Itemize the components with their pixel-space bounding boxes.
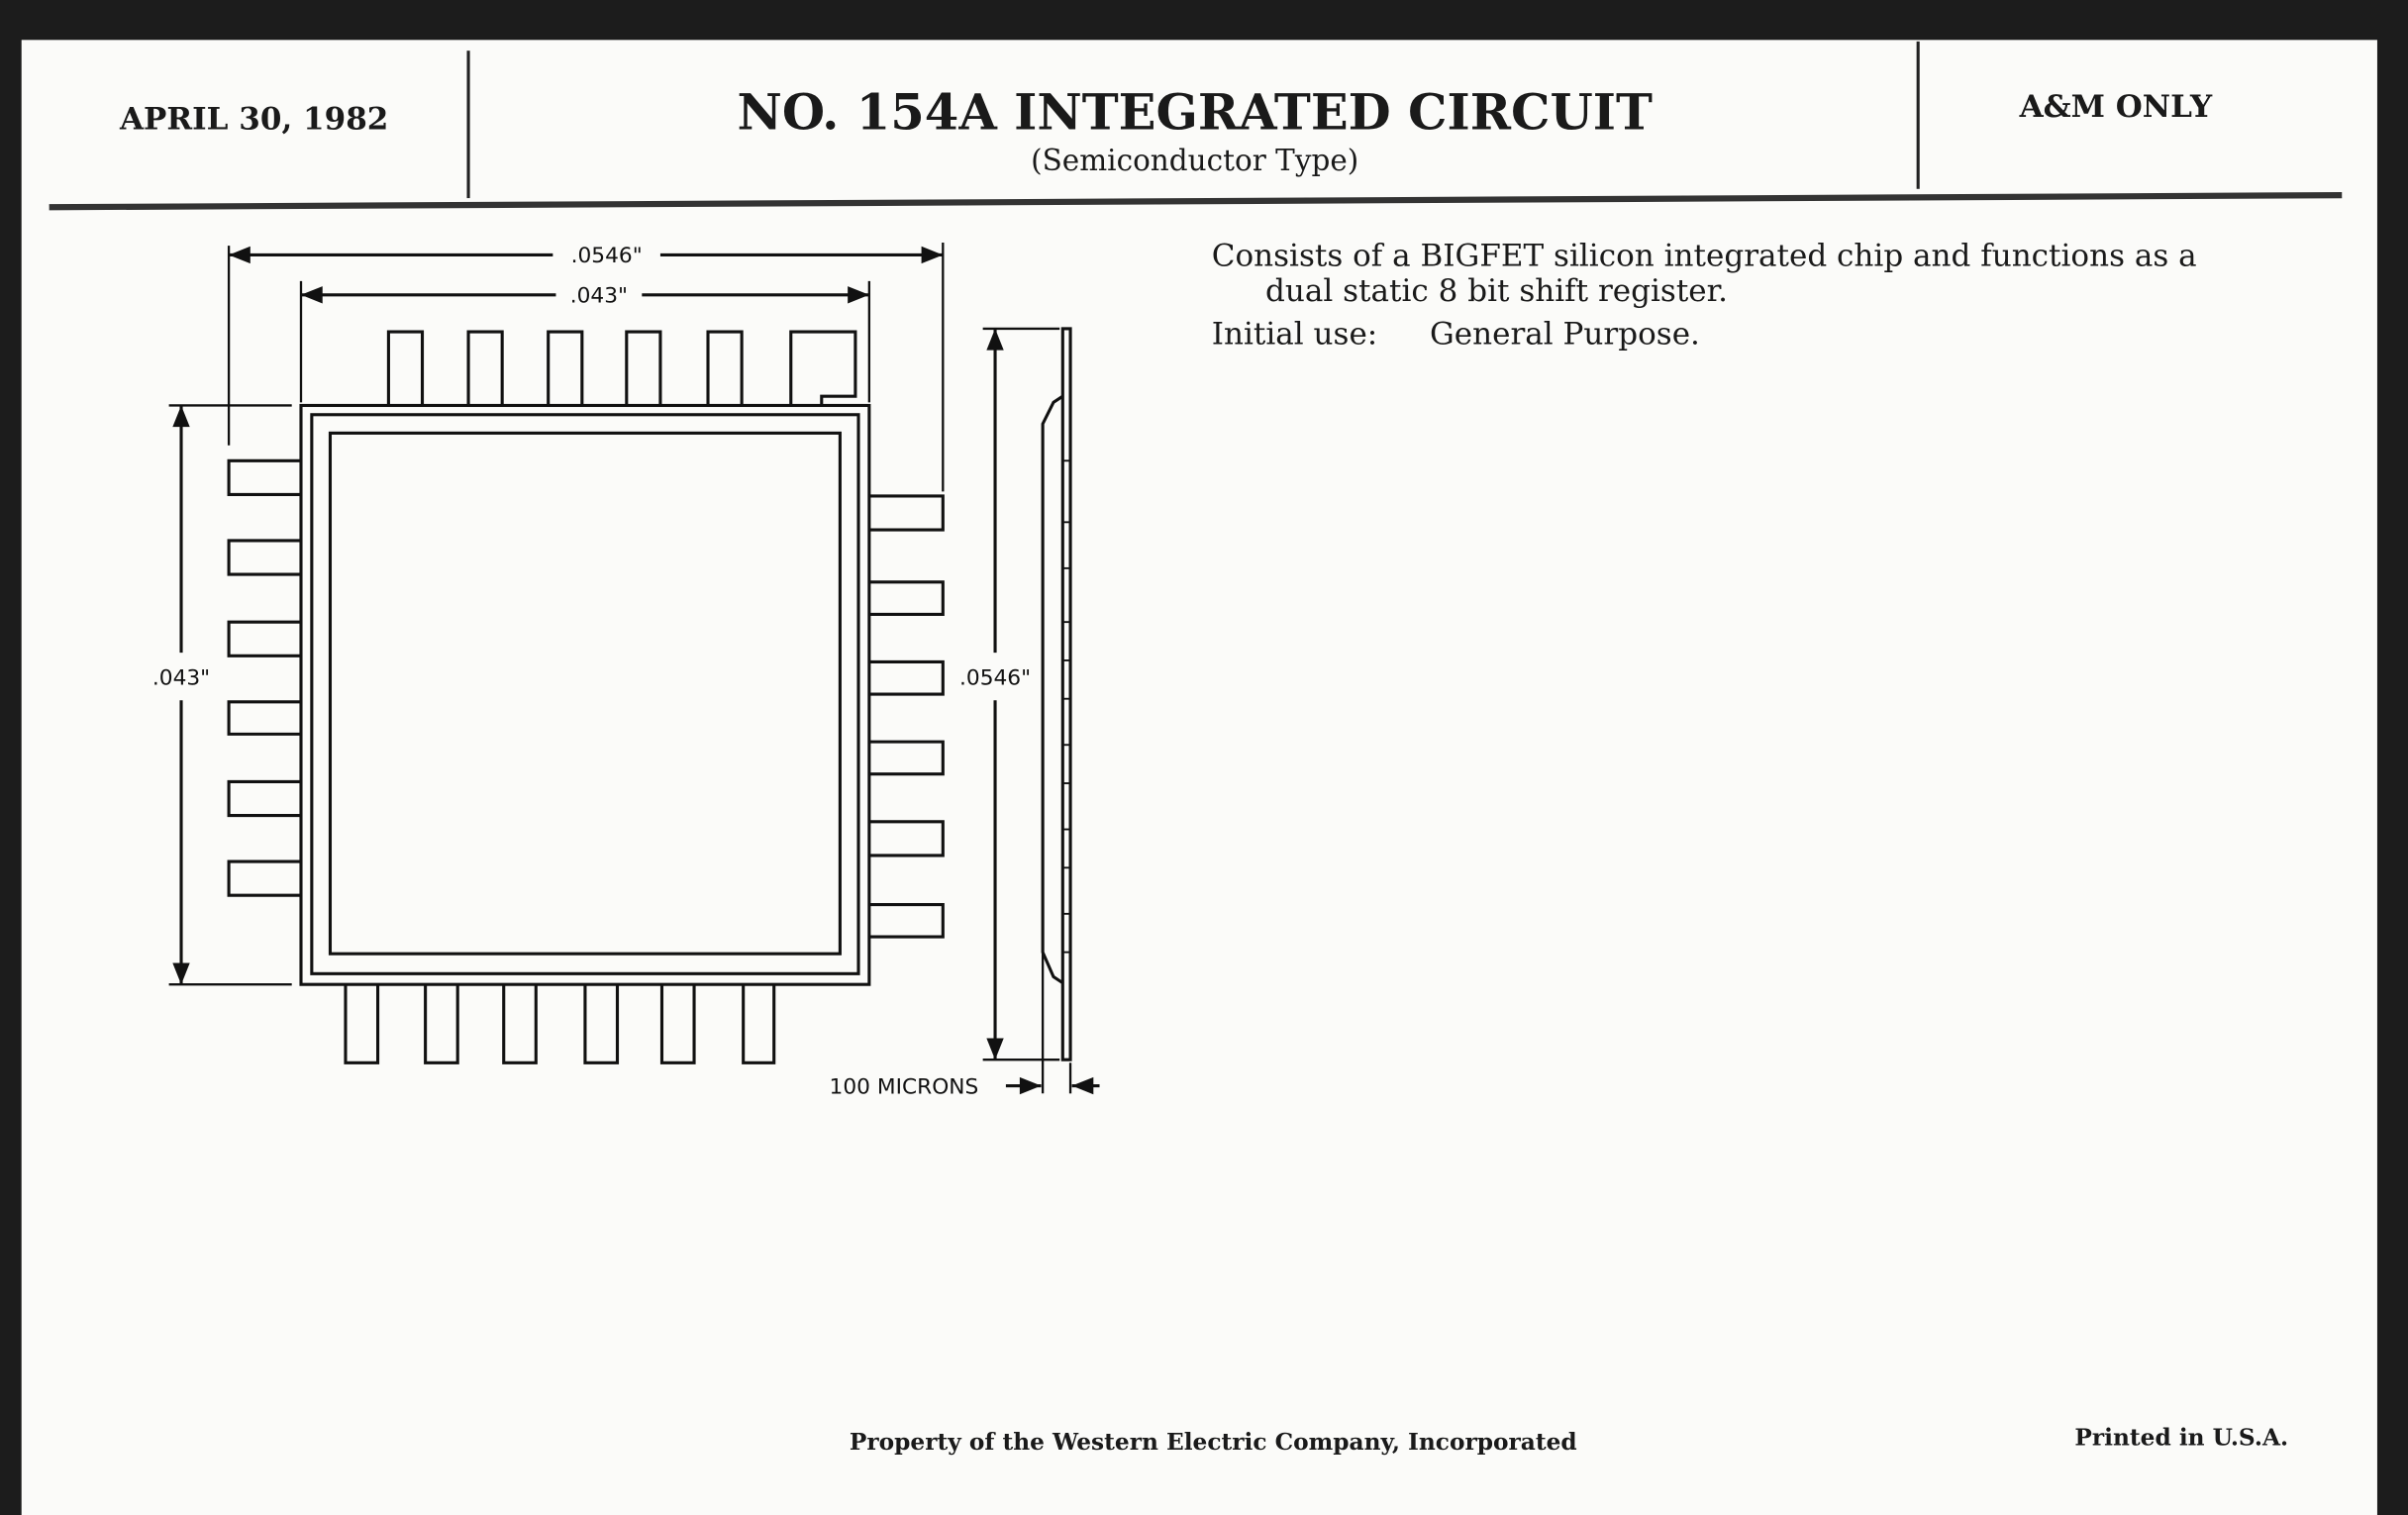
card-title: NO. 154A INTEGRATED CIRCUIT: [737, 82, 1653, 142]
side-view-plate: [1060, 327, 1072, 1061]
right-pins: [868, 494, 945, 939]
chip-die-area: [328, 431, 842, 956]
header-divider-right: [1916, 41, 1920, 189]
header-divider-left: [466, 50, 470, 199]
chip-middle-outline: [310, 413, 860, 975]
property-notice: Property of the Western Electric Company…: [849, 1428, 1577, 1457]
chip-outer-outline: [299, 403, 871, 986]
card-paper: [21, 40, 2377, 1515]
left-dimension: .043": [152, 666, 210, 691]
card-date: APRIL 30, 1982: [119, 99, 389, 138]
top-inner-dimension: .043": [570, 284, 628, 309]
description-line-2: dual static 8 bit shift register.: [1265, 271, 1728, 309]
restriction-label: A&M ONLY: [2019, 87, 2213, 125]
top-pins: [386, 330, 857, 406]
initial-use-value: General Purpose.: [1429, 314, 1700, 353]
side-view-die: [1041, 394, 1064, 984]
bottom-pins: [344, 984, 776, 1064]
initial-use-label: Initial use:: [1211, 314, 1378, 353]
description-line-1: Consists of a BIGFET silicon integrated …: [1211, 236, 2197, 274]
right-dimension: .0546": [959, 666, 1031, 691]
card-subtitle: (Semiconductor Type): [1031, 144, 1359, 178]
thickness-label: 100 MICRONS: [830, 1074, 979, 1099]
printed-notice: Printed in U.S.A.: [2074, 1423, 2289, 1452]
left-pins: [227, 458, 301, 897]
top-outer-dimension: .0546": [571, 244, 643, 268]
